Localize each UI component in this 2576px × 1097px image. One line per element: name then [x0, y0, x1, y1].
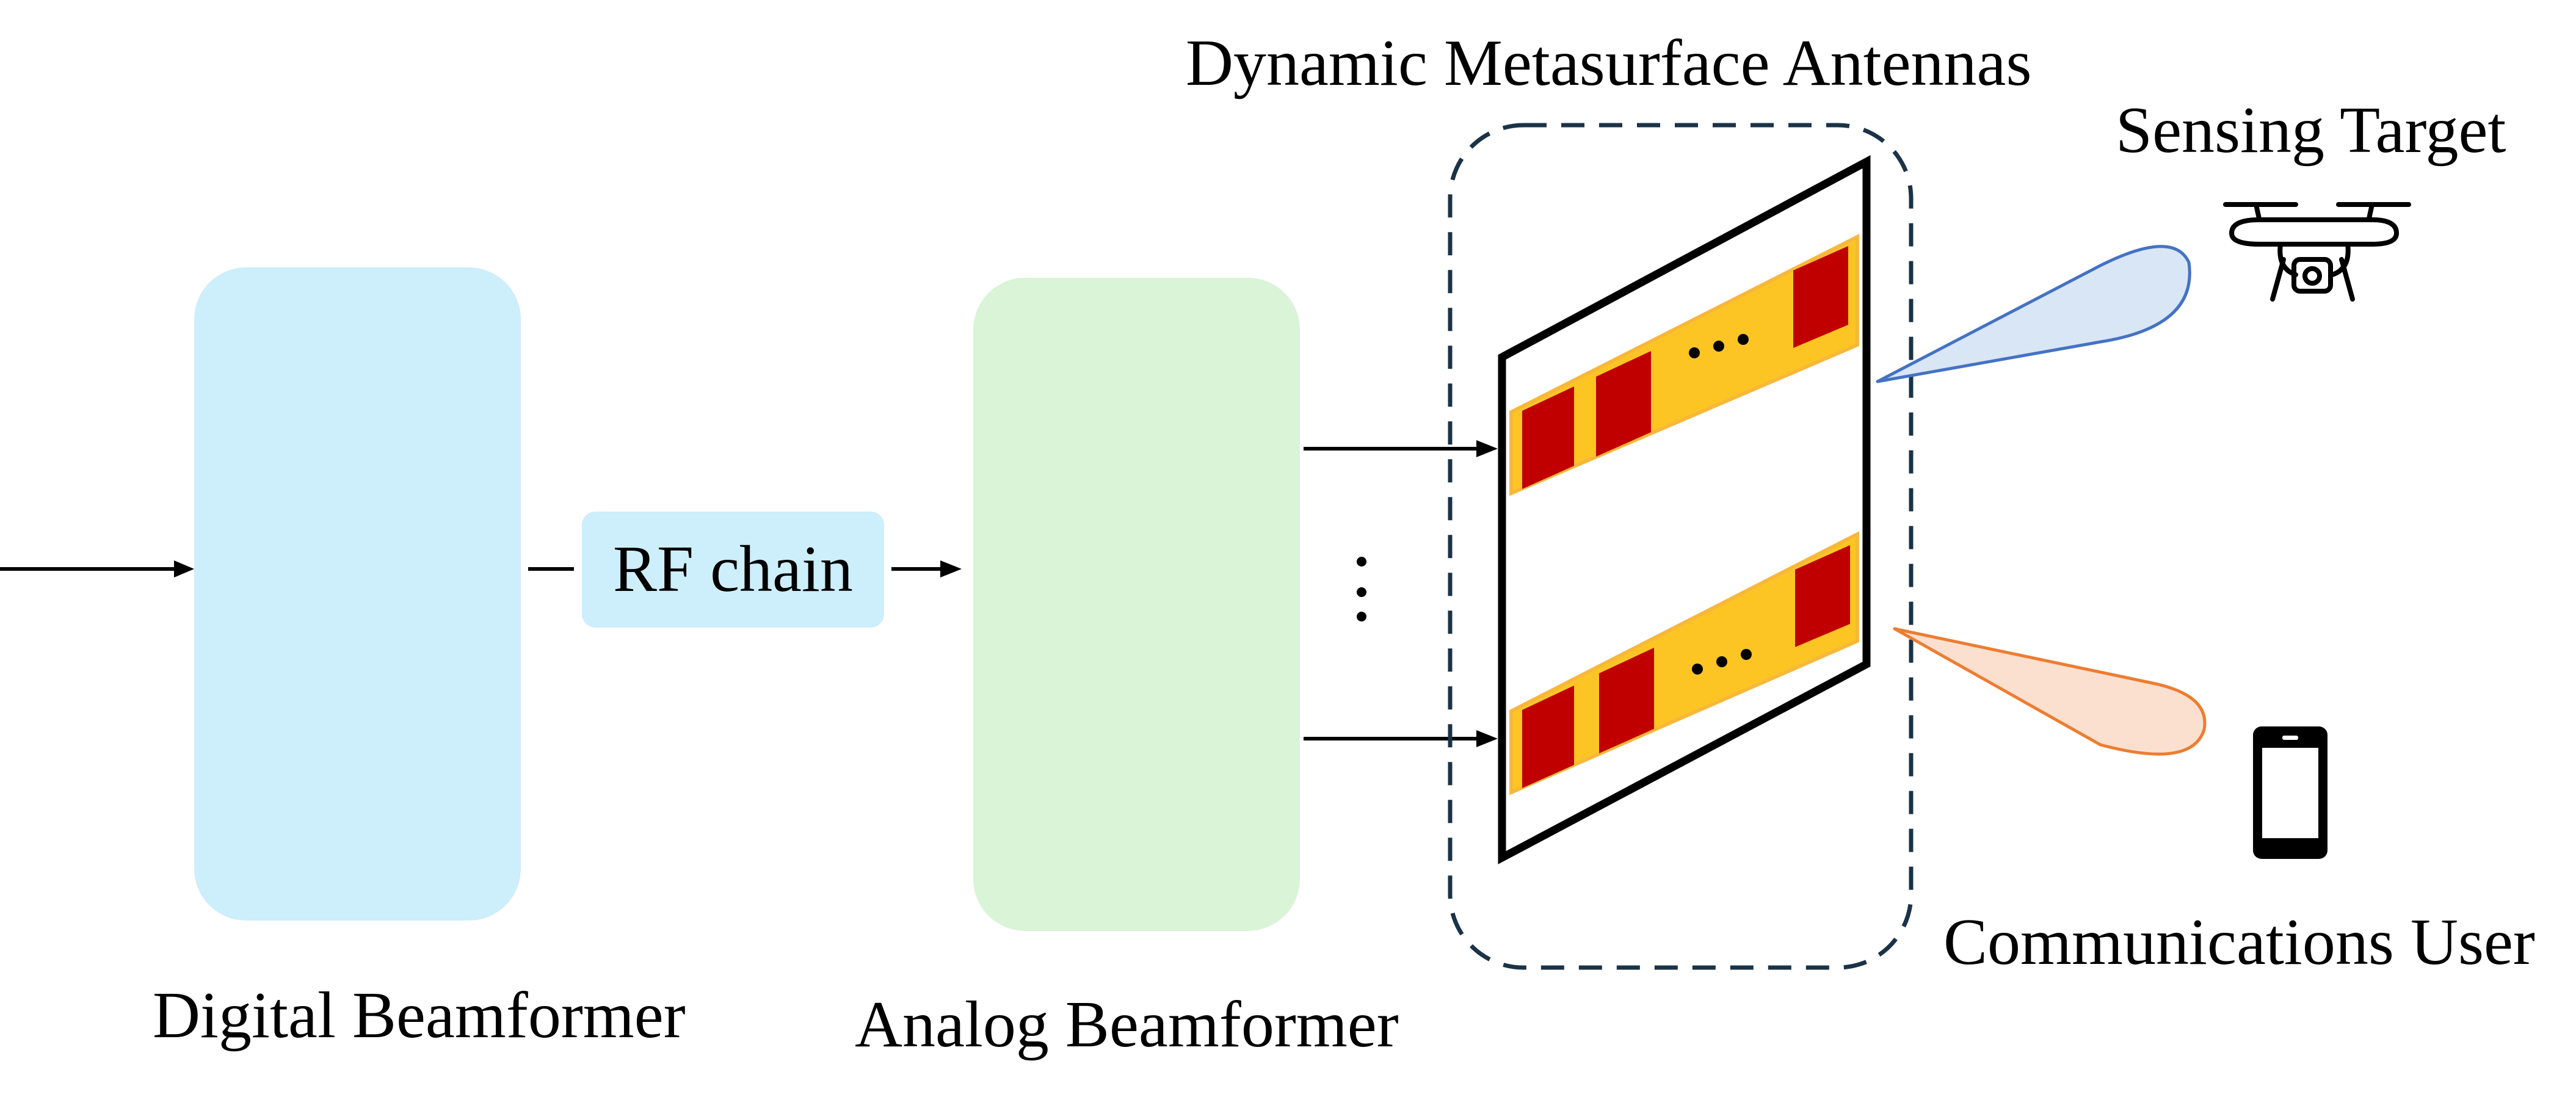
- microstrip-top: [1509, 234, 1859, 496]
- sensing-beam: [1876, 245, 2191, 383]
- rf-to-analog-arrow: [891, 560, 962, 577]
- radiating-element: [1793, 246, 1848, 348]
- analog-to-antenna-arrow-top: [1304, 440, 1498, 457]
- digital-beamformer-label: Digital Beamformer: [153, 979, 686, 1052]
- radiating-element: [1596, 351, 1651, 457]
- vertical-ellipsis: [1357, 557, 1366, 621]
- dma-label: Dynamic Metasurface Antennas: [1186, 27, 2032, 100]
- drone-icon: [2223, 202, 2411, 302]
- radiating-element: [1795, 545, 1850, 647]
- rf-chain-block: RF chain: [582, 512, 884, 628]
- input-arrow: [0, 560, 194, 577]
- radiating-element: [1522, 386, 1574, 489]
- sensing-target-label: Sensing Target: [2116, 94, 2506, 167]
- dma-dashed-boundary: [1448, 123, 1914, 970]
- radiating-element: [1522, 686, 1574, 788]
- rf-chain-label: RF chain: [613, 533, 853, 606]
- analog-beamformer-label: Analog Beamformer: [855, 988, 1399, 1061]
- radiating-element: [1599, 648, 1654, 753]
- smartphone-icon: [2253, 726, 2327, 859]
- microstrip-bottom: [1509, 531, 1859, 795]
- digital-beamformer-block: [194, 267, 521, 921]
- analog-beamformer-block: [973, 278, 1300, 931]
- analog-to-antenna-arrow-bottom: [1304, 730, 1498, 747]
- communications-user-label: Communications User: [1943, 906, 2535, 979]
- communications-beam: [1893, 627, 2207, 756]
